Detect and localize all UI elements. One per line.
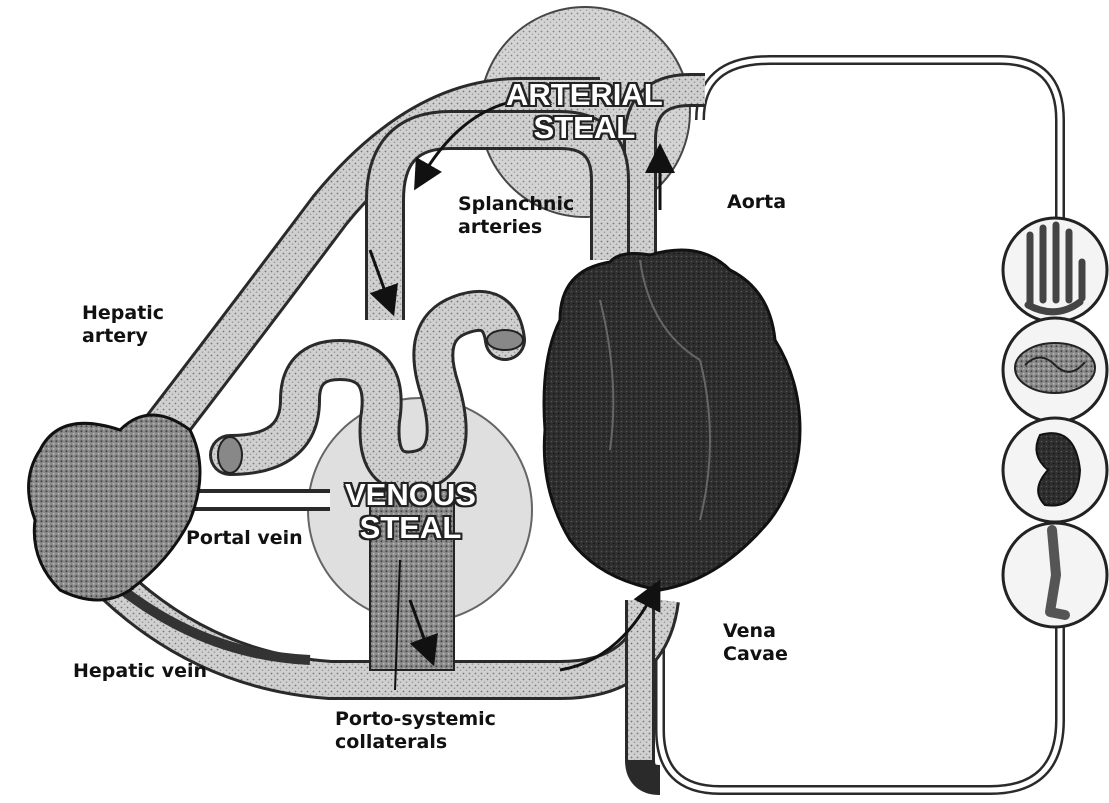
hepatic-artery-label: Hepatic artery	[82, 302, 164, 348]
hepatic-vein-label: Hepatic vein	[73, 660, 207, 683]
vena-cavae-label: Vena Cavae	[723, 620, 788, 666]
porto-systemic-collaterals-label: Porto-systemic collaterals	[335, 708, 496, 754]
hand-icon	[1003, 218, 1107, 322]
kidney-icon	[1003, 418, 1107, 522]
leg-icon	[1003, 523, 1107, 627]
liver	[29, 415, 200, 600]
heart	[544, 250, 800, 590]
arterial-steal-label: ARTERIAL STEAL	[506, 78, 663, 144]
aorta-label: Aorta	[727, 191, 786, 214]
splanchnic-arteries-label: Splanchnic arteries	[458, 193, 574, 239]
brain-icon	[1003, 318, 1107, 422]
venous-steal-label: VENOUS STEAL	[345, 478, 476, 544]
portal-vein-label: Portal vein	[186, 527, 303, 550]
